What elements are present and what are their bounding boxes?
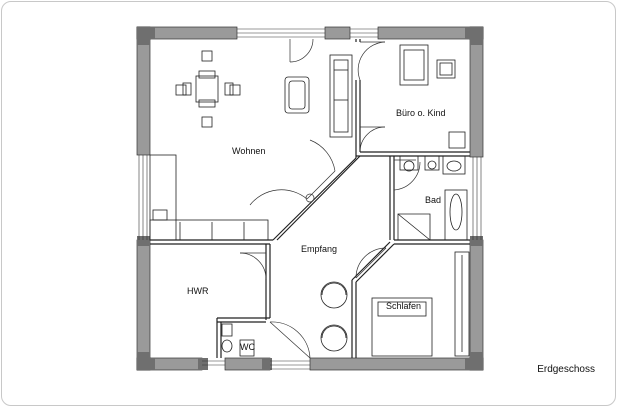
bed-wardrobe: [371, 251, 470, 357]
windows: [138, 28, 482, 370]
wc-fixtures: [221, 323, 255, 357]
dining-table: [175, 50, 241, 128]
room-label-hwr: HWR: [187, 286, 209, 296]
bathroom-fixtures: [397, 155, 468, 241]
empfang-chairs: [320, 281, 348, 352]
room-label-buero: Büro o. Kind: [396, 108, 446, 118]
wall-corners: [137, 27, 483, 370]
room-label-wc: WC: [240, 342, 255, 352]
room-label-wohnen: Wohnen: [232, 146, 265, 156]
interior-walls: [150, 39, 470, 358]
coffee-table: [284, 76, 310, 114]
room-label-bad: Bad: [425, 195, 441, 205]
sofa: [329, 54, 353, 138]
floor-caption: Erdgeschoss: [537, 364, 595, 375]
room-label-schlafen: Schlafen: [386, 301, 421, 311]
desk-bed: [399, 44, 466, 149]
doors: [239, 38, 421, 359]
kitchen-counter: [149, 154, 269, 241]
room-label-empfang: Empfang: [301, 244, 337, 254]
